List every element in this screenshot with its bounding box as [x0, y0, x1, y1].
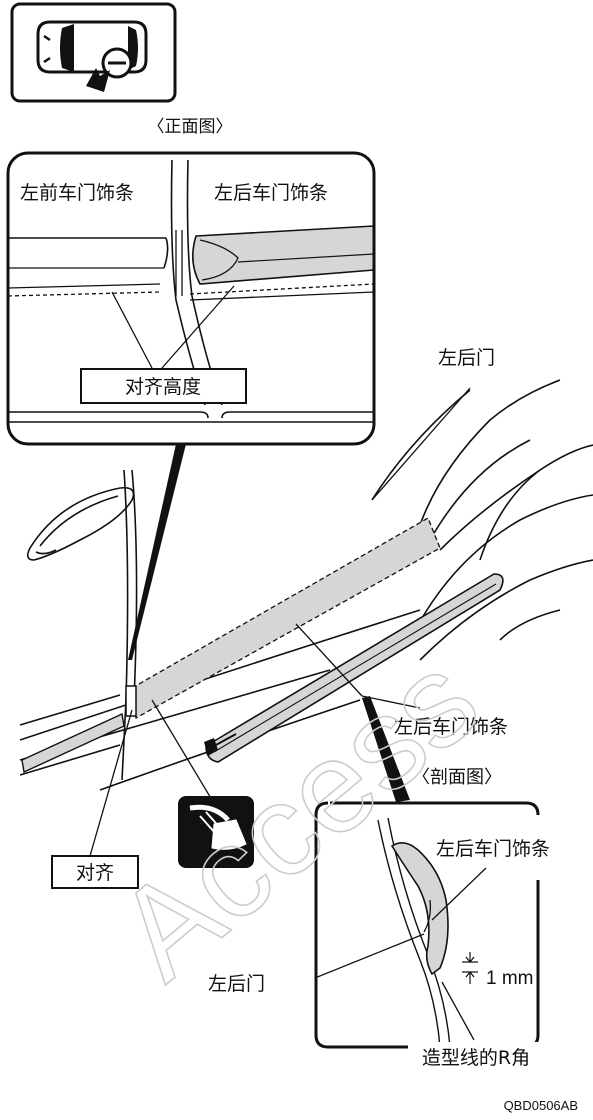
vehicle-position-icon — [10, 2, 177, 103]
front-view-panel: 对齐高度 左前车门饰条 左后车门饰条 — [6, 151, 376, 446]
gap-dimension-label: 1 mm — [486, 968, 534, 989]
align-label: 对齐 — [76, 862, 114, 884]
main-leaders — [89, 387, 471, 857]
align-box — [51, 855, 139, 889]
front-left-front-trim-label: 左前车门饰条 — [20, 182, 134, 204]
figure-code: QBD0506AB — [504, 1098, 578, 1113]
front-view-pointer — [128, 444, 186, 660]
section-left-rear-trim-label: 左后车门饰条 — [436, 838, 550, 860]
main-left-rear-trim-label: 左后车门饰条 — [394, 716, 508, 738]
section-left-rear-door-label: 左后门 — [208, 973, 265, 995]
section-view-title: 〈剖面图〉 — [412, 767, 502, 788]
applicator-tool-icon — [178, 796, 254, 868]
align-height-label: 对齐高度 — [125, 376, 201, 398]
align-height-box — [80, 368, 247, 404]
front-left-rear-trim-label: 左后车门饰条 — [214, 182, 328, 204]
section-view-panel: 左后车门饰条 左后门 1 mm 造型线的R角 — [208, 801, 556, 1070]
r-corner-label: 造型线的R角 — [422, 1047, 530, 1069]
car-front-trim — [21, 712, 125, 774]
front-view-title: 〈正面图〉 — [148, 117, 233, 137]
align-mark — [125, 685, 137, 717]
main-left-rear-door-label: 左后门 — [438, 347, 495, 369]
section-pointer — [362, 696, 410, 802]
car-body-drawing — [19, 379, 593, 791]
